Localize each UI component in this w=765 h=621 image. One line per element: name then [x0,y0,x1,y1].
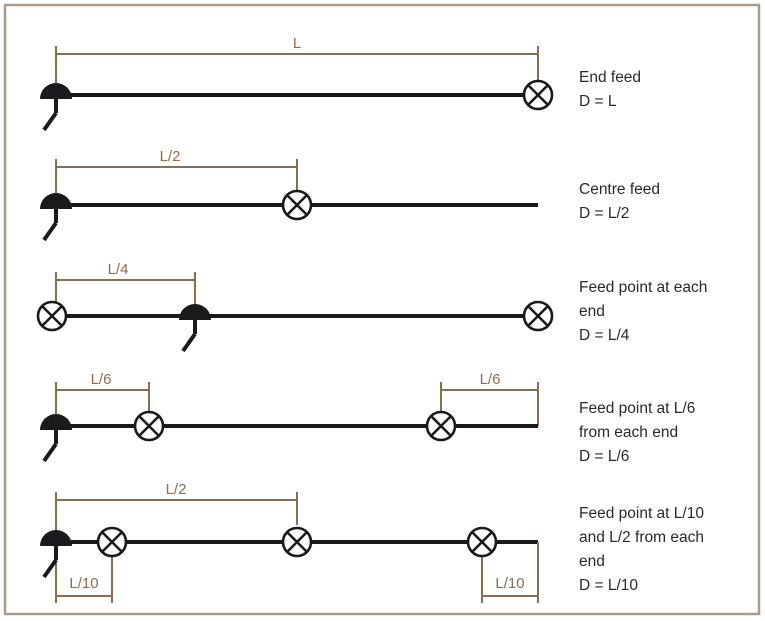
description-line: end [579,553,605,570]
dimension-label: L/10 [495,575,524,592]
lamp-cross-circle-icon [36,300,68,332]
lamp-cross-circle-icon [281,189,313,221]
description-line: Feed point at L/6 [579,400,696,417]
feed-point-icon [38,191,74,242]
feed-point-icon [177,302,213,353]
description-line: from each end [579,424,679,441]
diagram-feed-l6: L/6 L/6 [38,371,539,463]
dimension-label: L/2 [166,481,187,498]
outer-frame [3,3,761,616]
description-centre-feed: Centre feed D = L/2 [579,178,754,226]
description-feed-l6: Feed point at L/6 from each end D = L/6 [579,397,754,469]
description-line: and L/2 from each [579,529,704,546]
diagram-end-feed: L [38,35,554,132]
diagram-centre-feed: L/2 [38,148,538,242]
description-line: D = L/4 [579,327,630,344]
description-line: D = L/6 [579,448,630,465]
description-line: end [579,303,605,320]
dimension-label: L/2 [160,148,181,165]
lamp-cross-circle-icon [425,410,457,442]
dimension-label: L/4 [108,261,129,278]
description-line: Centre feed [579,181,660,198]
description-line: Feed point at L/10 [579,505,704,522]
description-line: D = L/10 [579,577,639,594]
diagram-feed-each-end: L/4 [36,261,554,353]
description-feed-each-end: Feed point at each end D = L/4 [579,276,754,348]
lamp-cross-circle-icon [466,526,498,558]
description-feed-l10: Feed point at L/10 and L/2 from each end… [579,502,754,598]
feed-point-icon [38,81,74,132]
dimension-label: L/10 [69,575,98,592]
lamp-cross-circle-icon [281,526,313,558]
description-end-feed: End feed D = L [579,66,754,114]
lamp-cross-circle-icon [133,410,165,442]
description-line: End feed [579,69,642,86]
lamp-cross-circle-icon [522,79,554,111]
diagram-feed-l10: L/2 L/10 L/10 [38,481,539,603]
dimension-label: L/6 [480,371,501,388]
description-line: D = L/2 [579,205,630,222]
description-line: Feed point at each [579,279,708,296]
lamp-cross-circle-icon [96,526,128,558]
dimension-label: L [293,35,301,52]
description-line: D = L [579,93,617,110]
lamp-cross-circle-icon [522,300,554,332]
feed-point-icon [38,412,74,463]
dimension-label: L/6 [91,371,112,388]
